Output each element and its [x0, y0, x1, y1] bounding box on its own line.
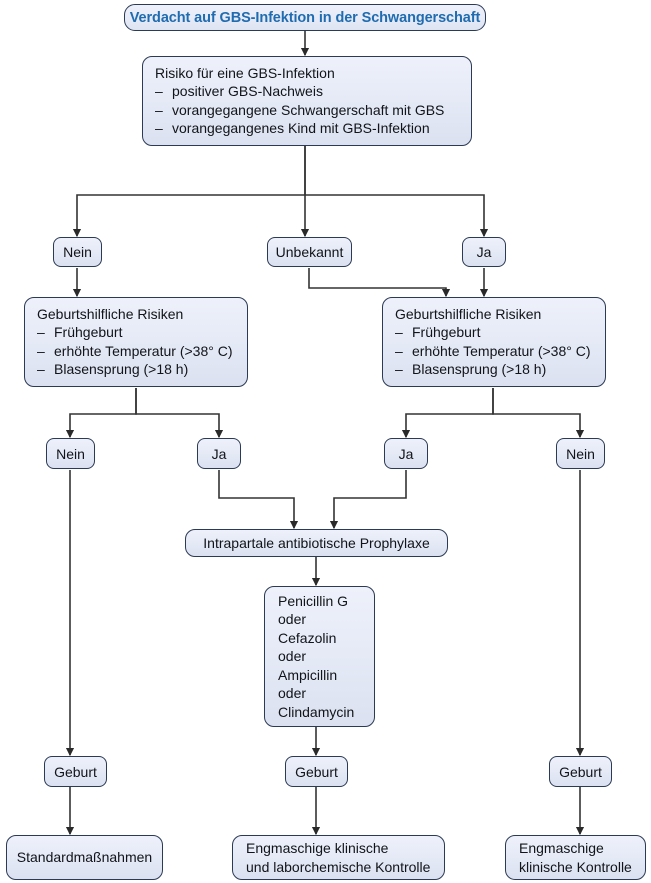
node-label: Nein — [56, 445, 85, 462]
edge-risk-to-ja — [305, 194, 489, 238]
medication-line: Clindamycin — [278, 703, 355, 720]
list-item: vorangegangene Schwangerschaft mit GBS — [155, 101, 461, 120]
medication-line: Ampicillin — [278, 666, 338, 683]
node-title-label: Verdacht auf GBS-Infektion in der Schwan… — [129, 9, 481, 26]
node-label: Nein — [63, 244, 92, 260]
node-outcome-clinical-monitoring[interactable]: Engmaschige klinische Kontrolle — [505, 835, 646, 880]
node-decision-nein-2[interactable]: Nein — [46, 438, 95, 469]
node-medication-options[interactable]: Penicillin G oder Cefazolin oder Ampicil… — [264, 586, 375, 727]
node-label: Geburt — [295, 763, 338, 780]
outcome-line: und laborchemische Kontrolle — [246, 858, 431, 875]
node-geburt-center[interactable]: Geburt — [285, 756, 348, 787]
edge-leftrisks-to-nein2 — [65, 388, 137, 439]
list-item: positiver GBS-Nachweis — [155, 82, 461, 101]
list-item: Frühgeburt — [37, 323, 237, 342]
outcome-line: Engmaschige klinische — [246, 840, 389, 857]
list-item: Blasensprung (>18 h) — [37, 360, 237, 379]
medication-line: oder — [278, 648, 307, 665]
list-item: vorangegangenes Kind mit GBS-Infektion — [155, 119, 461, 138]
medication-line: oder — [278, 685, 307, 702]
edge-risk-to-nein — [72, 146, 306, 238]
list-item: erhöhte Temperatur (>38° C) — [395, 342, 595, 361]
node-obstetric-risks-right[interactable]: Geburtshilfliche Risiken Frühgeburt erhö… — [382, 297, 606, 387]
medication-line: oder — [278, 611, 307, 628]
obstetric-risks-left-heading: Geburtshilfliche Risiken — [37, 306, 184, 322]
node-label: Geburt — [559, 763, 602, 780]
node-title-suspected-gbs[interactable]: Verdacht auf GBS-Infektion in der Schwan… — [124, 4, 486, 31]
edge-rightrisks-to-ja3 — [401, 388, 494, 439]
obstetric-risks-right-list: Frühgeburt erhöhte Temperatur (>38° C) B… — [395, 323, 595, 379]
outcome-line: Engmaschige — [519, 840, 604, 857]
node-decision-nein-3[interactable]: Nein — [556, 438, 605, 469]
outcome-line: klinische Kontrolle — [519, 858, 632, 875]
list-item: Frühgeburt — [395, 323, 595, 342]
node-label: Ja — [211, 445, 227, 462]
outcome-line: Standardmaßnahmen — [16, 849, 153, 866]
node-geburt-left[interactable]: Geburt — [44, 756, 107, 787]
node-decision-unbekannt[interactable]: Unbekannt — [267, 237, 352, 267]
list-item: erhöhte Temperatur (>38° C) — [37, 342, 237, 361]
node-label: Ja — [398, 445, 414, 462]
edge-ja3-to-prophylaxis — [329, 470, 407, 530]
node-label: Unbekannt — [275, 244, 344, 260]
medication-line: Cefazolin — [278, 629, 337, 646]
edge-rightrisks-to-nein3 — [492, 388, 585, 439]
medication-line: Penicillin G — [278, 592, 349, 609]
node-label: Intrapartale antibiotische Prophylaxe — [203, 534, 430, 551]
node-risk-screening[interactable]: Risiko für eine GBS-Infektion positiver … — [142, 56, 472, 146]
node-geburt-right[interactable]: Geburt — [549, 756, 612, 787]
edge-unbekannt-to-right-risks — [308, 268, 451, 298]
node-outcome-clinical-lab-monitoring[interactable]: Engmaschige klinische und laborchemische… — [232, 835, 445, 880]
node-obstetric-risks-left[interactable]: Geburtshilfliche Risiken Frühgeburt erhö… — [24, 297, 248, 387]
node-decision-nein-1[interactable]: Nein — [53, 237, 102, 267]
edge-ja2-to-prophylaxis — [218, 470, 299, 530]
edge-leftrisks-to-ja2 — [135, 388, 224, 439]
node-outcome-standard-measures[interactable]: Standardmaßnahmen — [6, 835, 163, 880]
risk-screening-list: positiver GBS-Nachweis vorangegangene Sc… — [155, 82, 461, 138]
obstetric-risks-right-heading: Geburtshilfliche Risiken — [395, 306, 542, 322]
risk-screening-heading: Risiko für eine GBS-Infektion — [155, 65, 335, 81]
node-decision-ja-1[interactable]: Ja — [462, 237, 506, 267]
node-intrapartum-prophylaxis[interactable]: Intrapartale antibiotische Prophylaxe — [185, 529, 448, 557]
node-label: Nein — [566, 445, 595, 462]
node-label: Geburt — [54, 763, 97, 780]
node-label: Ja — [476, 244, 492, 260]
obstetric-risks-left-list: Frühgeburt erhöhte Temperatur (>38° C) B… — [37, 323, 237, 379]
list-item: Blasensprung (>18 h) — [395, 360, 595, 379]
node-decision-ja-3[interactable]: Ja — [384, 438, 428, 469]
node-decision-ja-2[interactable]: Ja — [197, 438, 241, 469]
